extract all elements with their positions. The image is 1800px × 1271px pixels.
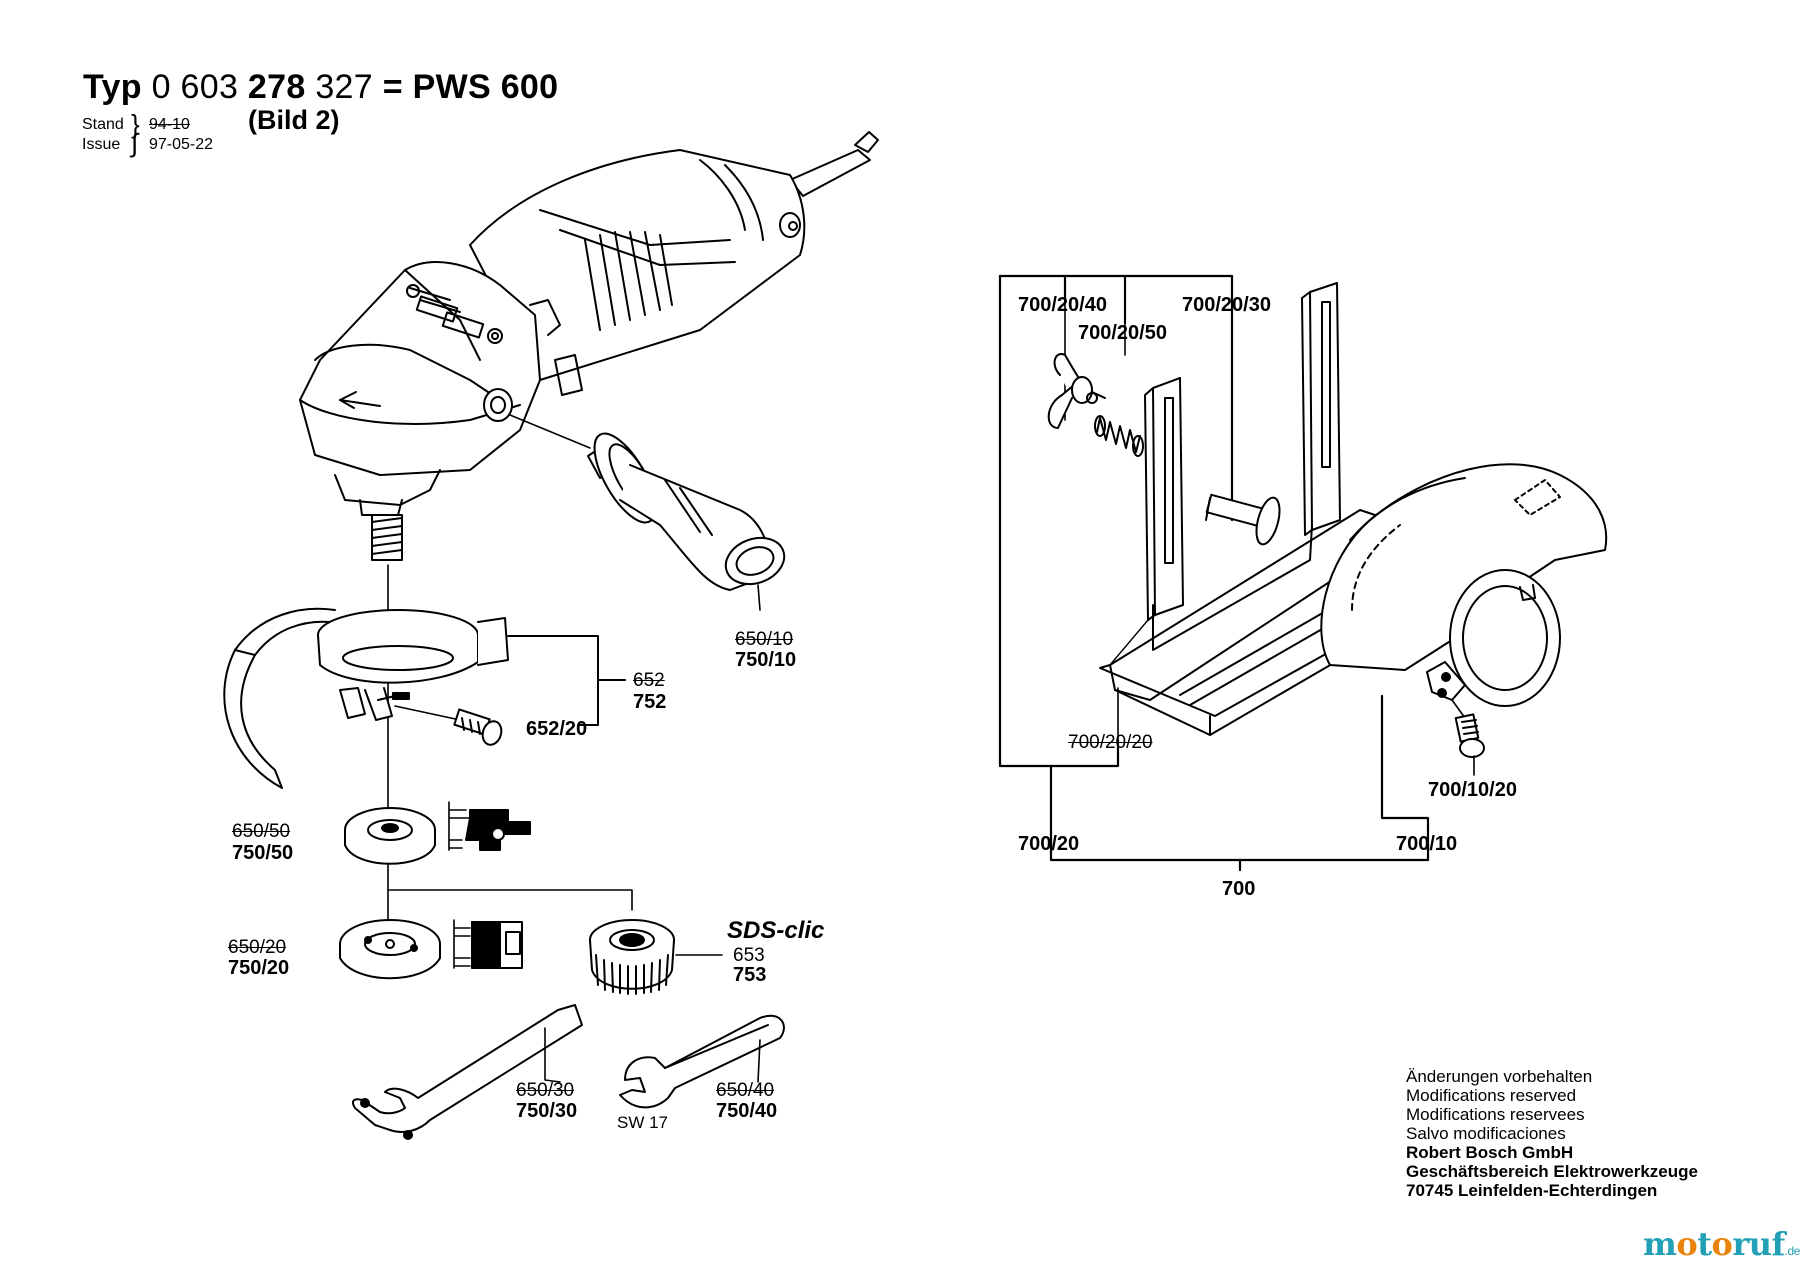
part-label-flange20: 750/20 [228,957,290,979]
guard-clamp-screw-illustration [1451,699,1485,776]
wm-m: m [1643,1225,1677,1263]
part-label-flange50-old: 650/50 [232,821,291,842]
note-line: Salvo modificaciones [1406,1124,1566,1143]
wm-ruf: ruf [1732,1225,1785,1263]
part-label-wing-nut: 700/20/40 [1018,294,1107,316]
sds-clic-logo: SDS-clic [727,917,825,944]
part-label-open-wrench: 750/40 [716,1100,778,1122]
part-label-flange20-old: 650/20 [228,937,287,958]
angle-grinder-illustration [299,131,879,561]
part-label-flange50: 750/50 [232,842,294,864]
wing-nut-illustration [1047,353,1106,429]
title-number-c: 327 [315,68,373,106]
wm-o: o [1676,1225,1698,1263]
company-name: Robert Bosch GmbH [1406,1143,1574,1162]
part-label-stand-assembly: 700/20 [1018,833,1080,855]
note-line: Modifications reservees [1406,1105,1585,1124]
open-end-wrench-illustration [619,1014,785,1109]
wrench-size-label: SW 17 [617,1113,669,1132]
part-label-stand-old: 700/20/20 [1068,732,1153,753]
part-label-handle-old: 650/10 [735,629,794,650]
carriage-bolt-illustration [1205,493,1281,546]
page-title: Typ 0 603 278 327 = PWS 600 [83,70,558,104]
flange-50-illustration [344,801,531,865]
pin-wrench-illustration [352,1004,583,1140]
company-division: Geschäftsbereich Elektrowerkzeuge [1406,1162,1698,1181]
stand-old-value: 94-10 [149,116,190,133]
part-label-kit: 700 [1222,878,1256,900]
stand-label: Stand [82,116,124,133]
part-label-carriage-bolt: 700/20/30 [1182,294,1271,316]
figure-number: (Bild 2) [248,105,340,135]
part-label-open-wrench-old: 650/40 [716,1080,775,1101]
spring-illustration [1094,415,1144,457]
note-line: Änderungen vorbehalten [1406,1067,1593,1086]
flange-20-illustration [339,919,523,980]
wm-o: o [1711,1225,1733,1263]
motoruf-watermark: motoruf.de [1643,1228,1800,1260]
part-label-pin-wrench: 750/30 [516,1100,578,1122]
part-label-cutoff-guard: 700/10 [1396,833,1458,855]
part-label-pin-wrench-old: 650/30 [516,1080,575,1101]
issue-date: 97-05-22 [149,136,214,153]
part-label-sds-old: 653 [733,945,765,966]
cutoff-guard-illustration [1320,463,1608,707]
legal-notes: Änderungen vorbehalten Modifications res… [1406,1067,1698,1200]
part-label-sds-nut: 753 [733,964,767,986]
title-prefix: Typ [83,68,142,106]
title-number-a: 0 603 [151,68,239,106]
title-number-b: 278 [247,68,306,106]
issue-label: Issue [82,136,121,153]
part-label-guard: 752 [633,691,667,713]
note-line: Modifications reserved [1406,1086,1577,1105]
title-model: = PWS 600 [382,68,559,106]
part-label-guard-old: 652 [633,670,665,691]
guard-screw-illustration [394,705,503,746]
wheel-guard-illustration [223,607,509,789]
company-address: 70745 Leinfelden-Echterdingen [1406,1181,1658,1200]
wm-domain: .de [1784,1244,1800,1258]
side-handle-illustration [587,432,786,591]
part-label-clamp-screw: 700/10/20 [1428,779,1517,801]
part-label-spring: 700/20/50 [1078,322,1167,344]
part-label-guard-screw: 652/20 [526,718,588,740]
brace-icon: ∫ [131,128,139,158]
wm-t: t [1697,1225,1712,1263]
sds-clic-nut-illustration [589,919,675,995]
brace-icon: } [131,109,140,139]
part-label-handle: 750/10 [735,649,797,671]
